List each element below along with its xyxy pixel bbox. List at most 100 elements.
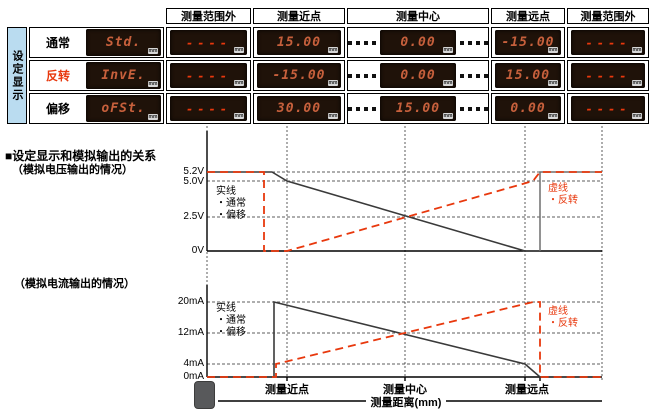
section-title: ■设定显示和模拟输出的关系 [5,149,157,163]
mm-unit-badge: mm [148,48,158,54]
legend-solid-item-normal: ・通常 [216,198,246,209]
led-display: ----mm [571,30,645,55]
led-value: ---- [186,35,231,50]
row-invert-mode: 反转 InvE. mm [29,60,164,91]
led-display: ----mm [571,96,645,121]
led-value: oFSt. [101,101,146,116]
voltage-ytick-5-2: 5.2V [183,166,204,177]
led-value: 30.00 [276,101,322,116]
voltage-ytick-2-5: 2.5V [183,211,204,222]
voltage-legend-dashed: 虚线 ・反转 [548,183,578,207]
table-cell: ----mm [567,60,649,91]
header-far-point: 测量远点 [491,8,565,24]
row-label-normal: 通常 [45,36,70,50]
led-value: 15.00 [276,35,322,50]
row-normal-mode: 通常 Std. mm [29,27,164,58]
mm-unit-badge: mm [234,47,244,53]
voltage-ytick-5-0: 5.0V [183,176,204,187]
current-ytick-4: 4mA [183,358,204,369]
current-case-subtitle: （模拟电流输出的情况） [14,278,135,290]
current-legend-dashed: 虚线 ・反转 [548,306,578,330]
led-display: ----mm [170,96,247,121]
led-value: ---- [585,101,631,116]
table-cell: ----mm [166,27,251,58]
led-value: 0.00 [400,68,436,83]
mm-unit-badge: mm [548,113,558,119]
xlabel-center: 测量中心 [383,384,427,396]
current-legend-solid: 实线 ・通常 ・偏移 [216,303,246,339]
table-cell: 30.00 mm [253,93,345,124]
row-label-invert: 反转 [45,69,70,83]
mm-unit-badge: mm [443,80,453,86]
legend-solid-item-offset: ・偏移 [216,327,246,338]
legend-solid-item-normal: ・通常 [216,315,246,326]
current-solid-line [207,300,602,378]
chart-axes [206,131,602,381]
voltage-legend-solid: 实线 ・通常 ・偏移 [216,186,246,222]
x-axis-title: 测量距离(mm) [370,397,442,409]
mm-unit-badge: mm [234,80,244,86]
mm-unit-badge: mm [148,114,158,120]
header-label: 测量近点 [277,11,321,23]
header-label: 测量范围外 [181,11,236,23]
drop-gridlines [206,126,603,382]
corner-label: 设定显示 [11,49,23,102]
table-cell: 0.00 mm [347,60,489,91]
corner-setting-display: 设定显示 [7,27,27,124]
mm-unit-badge: mm [328,80,338,86]
continuation-dots [460,106,488,111]
current-ytick-12: 12mA [177,327,204,338]
current-ytick-20: 20mA [177,296,204,307]
led-value: ---- [585,35,631,50]
legend-dashed-item-invert: ・反转 [548,195,578,206]
xlabel-far-point: 测量远点 [505,384,549,396]
led-value: 15.00 [395,101,441,116]
header-out-of-range-near: 测量范围外 [166,8,251,24]
led-value: -15.00 [501,35,555,50]
led-display: 30.00 mm [257,96,341,121]
continuation-dots [348,106,376,111]
legend-dashed-item-invert: ・反转 [548,318,578,329]
mm-unit-badge: mm [632,80,642,86]
xlabel-near-point: 测量近点 [265,384,309,396]
mm-unit-badge: mm [632,113,642,119]
led-display: ----mm [170,30,247,55]
led-value: ---- [186,68,231,83]
voltage-ytick-0: 0V [191,245,204,256]
current-dashed-invert-line [207,301,602,378]
legend-solid-title: 实线 [216,186,236,197]
legend-solid-title: 实线 [216,303,236,314]
horizontal-gridlines [207,171,602,365]
mm-unit-badge: mm [632,47,642,53]
mm-unit-badge: mm [148,81,158,87]
voltage-saturation-jump [539,171,602,251]
led-display: ----mm [170,63,247,88]
led-display: ----mm [571,63,645,88]
continuation-dots [460,40,488,45]
header-label: 测量远点 [506,11,550,23]
mm-unit-badge: mm [328,113,338,119]
header-out-of-range-far: 测量范围外 [567,8,649,24]
led-value: ---- [585,68,631,83]
header-label: 测量范围外 [580,11,636,23]
header-center: 测量中心 [347,8,489,24]
sensor-head-icon [194,381,215,409]
voltage-case-subtitle: （模拟电压输出的情况） [12,164,133,176]
row-offset-mode: 偏移 oFSt. mm [29,93,164,124]
table-cell: ----mm [166,60,251,91]
led-value: 0.00 [510,101,546,116]
row-label-offset: 偏移 [45,102,70,116]
continuation-dots [460,73,488,78]
table-cell: ----mm [166,93,251,124]
